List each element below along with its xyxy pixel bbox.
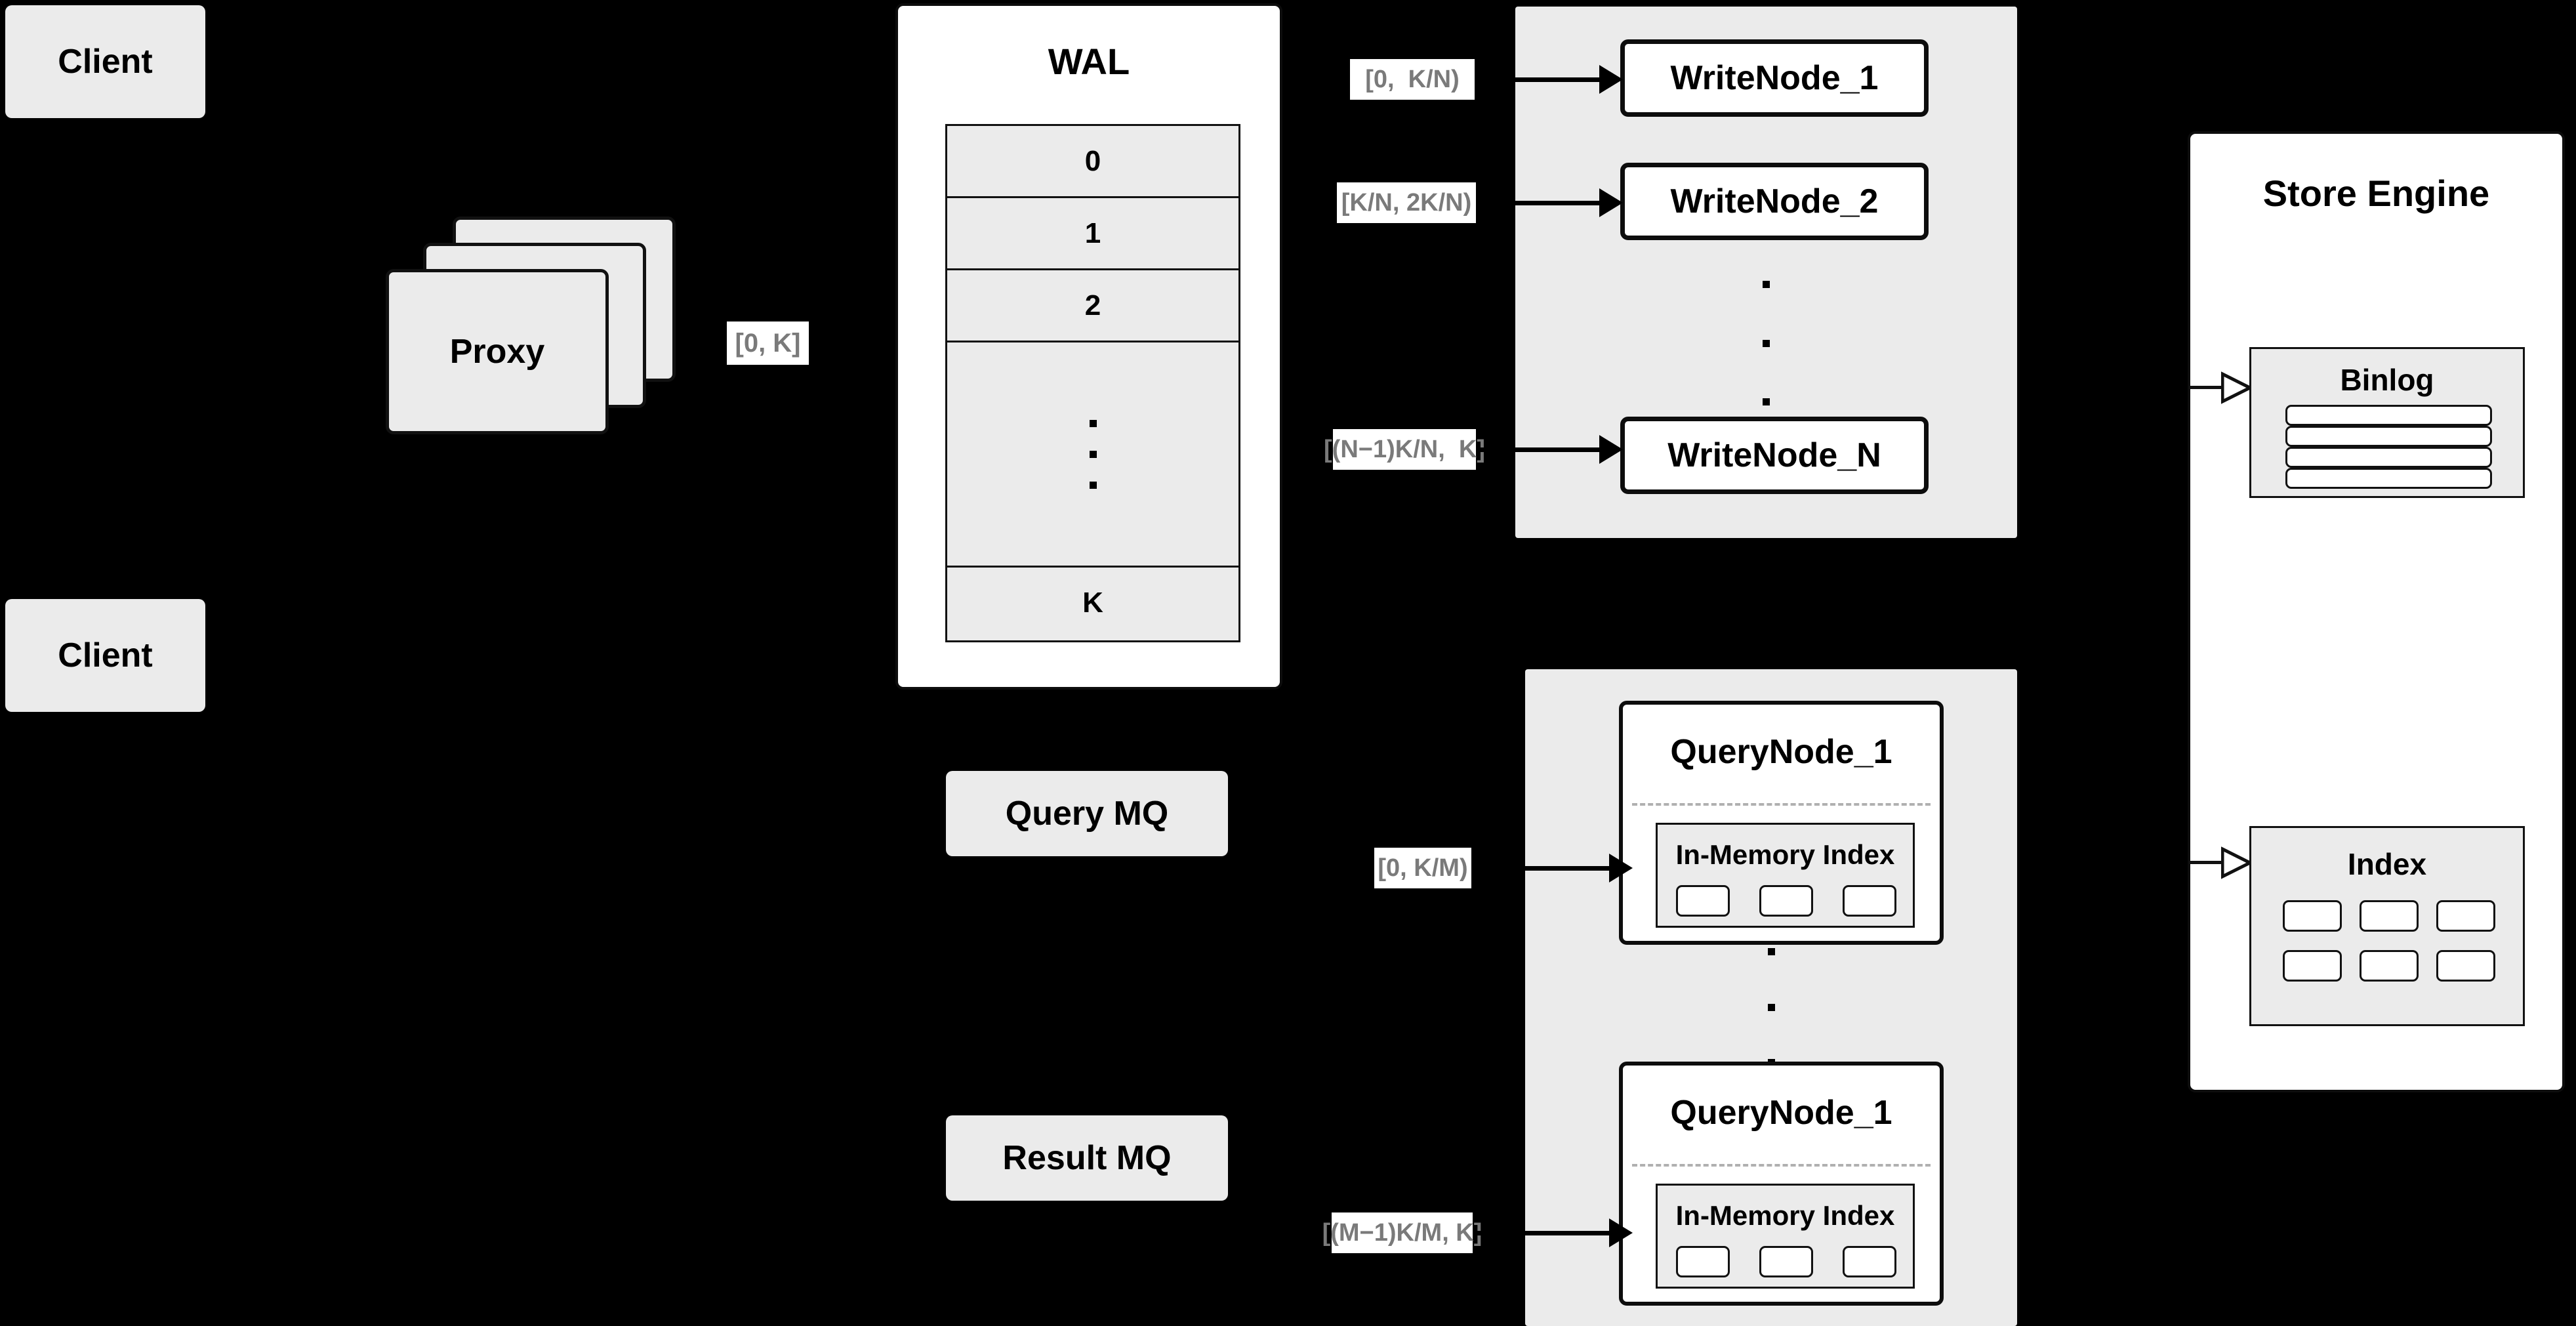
- index-cell: [1759, 885, 1813, 917]
- index-cell: [2436, 900, 2495, 932]
- write-node-2-label: WriteNode_2: [1670, 182, 1879, 220]
- query-node-group-panel: QueryNode_1 In-Memory Index QueryNode_1 …: [1525, 669, 2017, 1326]
- proxy-label: Proxy: [449, 333, 545, 371]
- ellipsis-dot-icon: [1763, 281, 1770, 288]
- index-cell: [1843, 885, 1896, 917]
- result-mq-label: Result MQ: [1002, 1139, 1172, 1177]
- wal-row: K: [1082, 587, 1103, 619]
- client-node-2-label: Client: [58, 636, 153, 674]
- proxy-range-label: [0, K]: [727, 321, 809, 365]
- write-node-n-arrow-head-icon: [1599, 435, 1623, 464]
- write-node-n[interactable]: WriteNode_N: [1620, 417, 1929, 494]
- index-cell: [1759, 1246, 1813, 1277]
- index-title: Index: [2347, 847, 2427, 881]
- binlog-title: Binlog: [2340, 363, 2434, 397]
- write-node-2-range-label: [K/N, 2K/N): [1337, 182, 1476, 223]
- query-node-1-arrow-head-icon: [1609, 854, 1633, 882]
- index-cell: [2283, 900, 2342, 932]
- index-cell: [1843, 1246, 1896, 1277]
- query-node-2-inmemory-index: In-Memory Index: [1656, 1184, 1915, 1289]
- query-node-1-inmemory-index: In-Memory Index: [1656, 823, 1915, 928]
- store-engine-panel: Store Engine Binlog Index: [2188, 131, 2565, 1092]
- ellipsis-dot-icon: [1763, 339, 1770, 347]
- ellipsis-dot-icon: [1089, 419, 1097, 427]
- query-node-1-arrow-line: [1471, 866, 1616, 871]
- index-cell: [1676, 885, 1730, 917]
- write-node-1[interactable]: WriteNode_1: [1620, 39, 1929, 117]
- wal-table: 0 1 2 K: [945, 124, 1240, 642]
- write-node-1-range-label: [0, K/N): [1350, 59, 1475, 100]
- client-node-1[interactable]: Client: [5, 5, 205, 118]
- query-node-2-arrow-line: [1473, 1231, 1616, 1235]
- query-node-2-label: QueryNode_1: [1670, 1094, 1892, 1132]
- query-node-1-range-label: [0, K/M): [1374, 848, 1471, 888]
- client-node-1-label: Client: [58, 43, 153, 81]
- result-mq-node[interactable]: Result MQ: [946, 1115, 1228, 1201]
- wal-row-ellipsis: [947, 342, 1238, 568]
- client-node-2[interactable]: Client: [5, 599, 205, 712]
- wal-row: 2: [947, 270, 1238, 342]
- write-node-2-arrow-line: [1476, 201, 1606, 205]
- write-node-n-range-label: [(N−1)K/N, K]: [1324, 429, 1485, 470]
- ellipsis-dot-icon: [1767, 948, 1775, 955]
- write-node-ellipsis: [1515, 281, 2017, 405]
- query-node-2-range-label: [(M−1)K/M, K]: [1322, 1212, 1482, 1253]
- query-node-2-arrow-head-icon: [1609, 1218, 1633, 1247]
- query-node-ellipsis: [1525, 948, 2017, 1066]
- query-mq-label: Query MQ: [1005, 795, 1169, 833]
- ellipsis-dot-icon: [1089, 481, 1097, 489]
- binlog-row: [2285, 405, 2492, 426]
- write-node-1-arrow-line: [1475, 77, 1606, 82]
- index-cell: [1676, 1246, 1730, 1277]
- query-node-2[interactable]: QueryNode_1 In-Memory Index: [1619, 1062, 1944, 1306]
- query-mq-node[interactable]: Query MQ: [946, 771, 1228, 856]
- wal-row: 0: [947, 126, 1238, 198]
- index-cell: [2360, 950, 2419, 982]
- binlog-row: [2285, 426, 2492, 447]
- proxy-node[interactable]: Proxy: [386, 269, 609, 434]
- binlog-row: [2285, 447, 2492, 468]
- index-cell: [2436, 950, 2495, 982]
- wal-title: WAL: [1048, 41, 1130, 82]
- binlog-panel: Binlog: [2249, 347, 2525, 498]
- write-node-n-arrow-line: [1476, 447, 1606, 452]
- ellipsis-dot-icon: [1767, 1003, 1775, 1011]
- query-node-2-inmemory-index-title: In-Memory Index: [1675, 1200, 1895, 1231]
- query-node-1-divider: [1632, 803, 1931, 806]
- wal-panel: WAL 0 1 2 K: [895, 3, 1282, 690]
- write-node-2-arrow-head-icon: [1599, 188, 1623, 217]
- query-node-1-label: QueryNode_1: [1670, 733, 1892, 771]
- index-panel: Index: [2249, 826, 2525, 1026]
- write-node-1-label: WriteNode_1: [1670, 59, 1879, 97]
- write-node-2[interactable]: WriteNode_2: [1620, 163, 1929, 240]
- query-node-2-divider: [1632, 1164, 1931, 1167]
- wal-row: 1: [947, 198, 1238, 270]
- binlog-arrow-line: [2189, 386, 2223, 389]
- write-node-1-arrow-head-icon: [1599, 65, 1623, 94]
- ellipsis-dot-icon: [1089, 450, 1097, 458]
- query-node-1[interactable]: QueryNode_1 In-Memory Index: [1619, 701, 1944, 945]
- index-cell: [2360, 900, 2419, 932]
- index-cell: [2283, 950, 2342, 982]
- query-node-1-inmemory-index-title: In-Memory Index: [1675, 839, 1895, 870]
- ellipsis-dot-icon: [1763, 398, 1770, 405]
- write-node-n-label: WriteNode_N: [1667, 436, 1881, 474]
- write-node-group-panel: WriteNode_1 WriteNode_2 WriteNode_N: [1515, 7, 2017, 538]
- index-arrow-line: [2189, 861, 2223, 864]
- binlog-row: [2285, 468, 2492, 489]
- store-engine-title: Store Engine: [2262, 173, 2490, 214]
